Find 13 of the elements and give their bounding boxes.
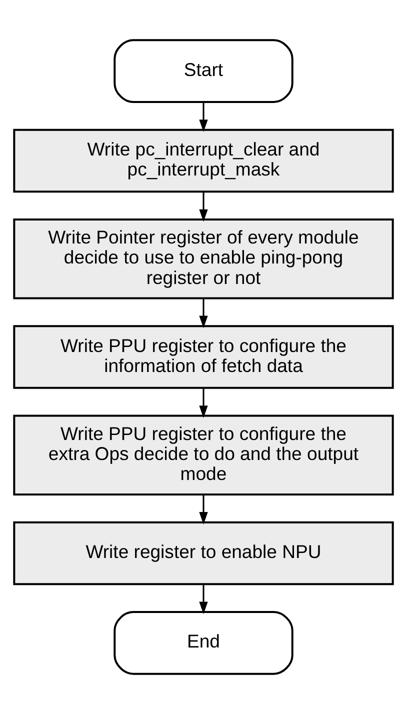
- arrow: [199, 494, 208, 524]
- node-box: Write register to enable NPU: [13, 520, 394, 585]
- arrow: [199, 102, 208, 132]
- arrow: [199, 191, 208, 222]
- arrow: [199, 584, 208, 614]
- node-box: Write Pointer register of every module decide to use to enable ping-pong register or not: [13, 218, 394, 299]
- node-box: Write PPU register to configure the information of fetch data: [13, 324, 394, 388]
- node-box: Write PPU register to configure the extra Ops decide to do and the output mode: [13, 414, 394, 496]
- node-box: End: [114, 610, 294, 674]
- arrow: [199, 388, 208, 418]
- node-box: Start: [114, 38, 294, 102]
- arrow: [199, 298, 208, 328]
- node-box: Write pc_interrupt_clear and pc_interrupt_mask: [13, 128, 394, 192]
